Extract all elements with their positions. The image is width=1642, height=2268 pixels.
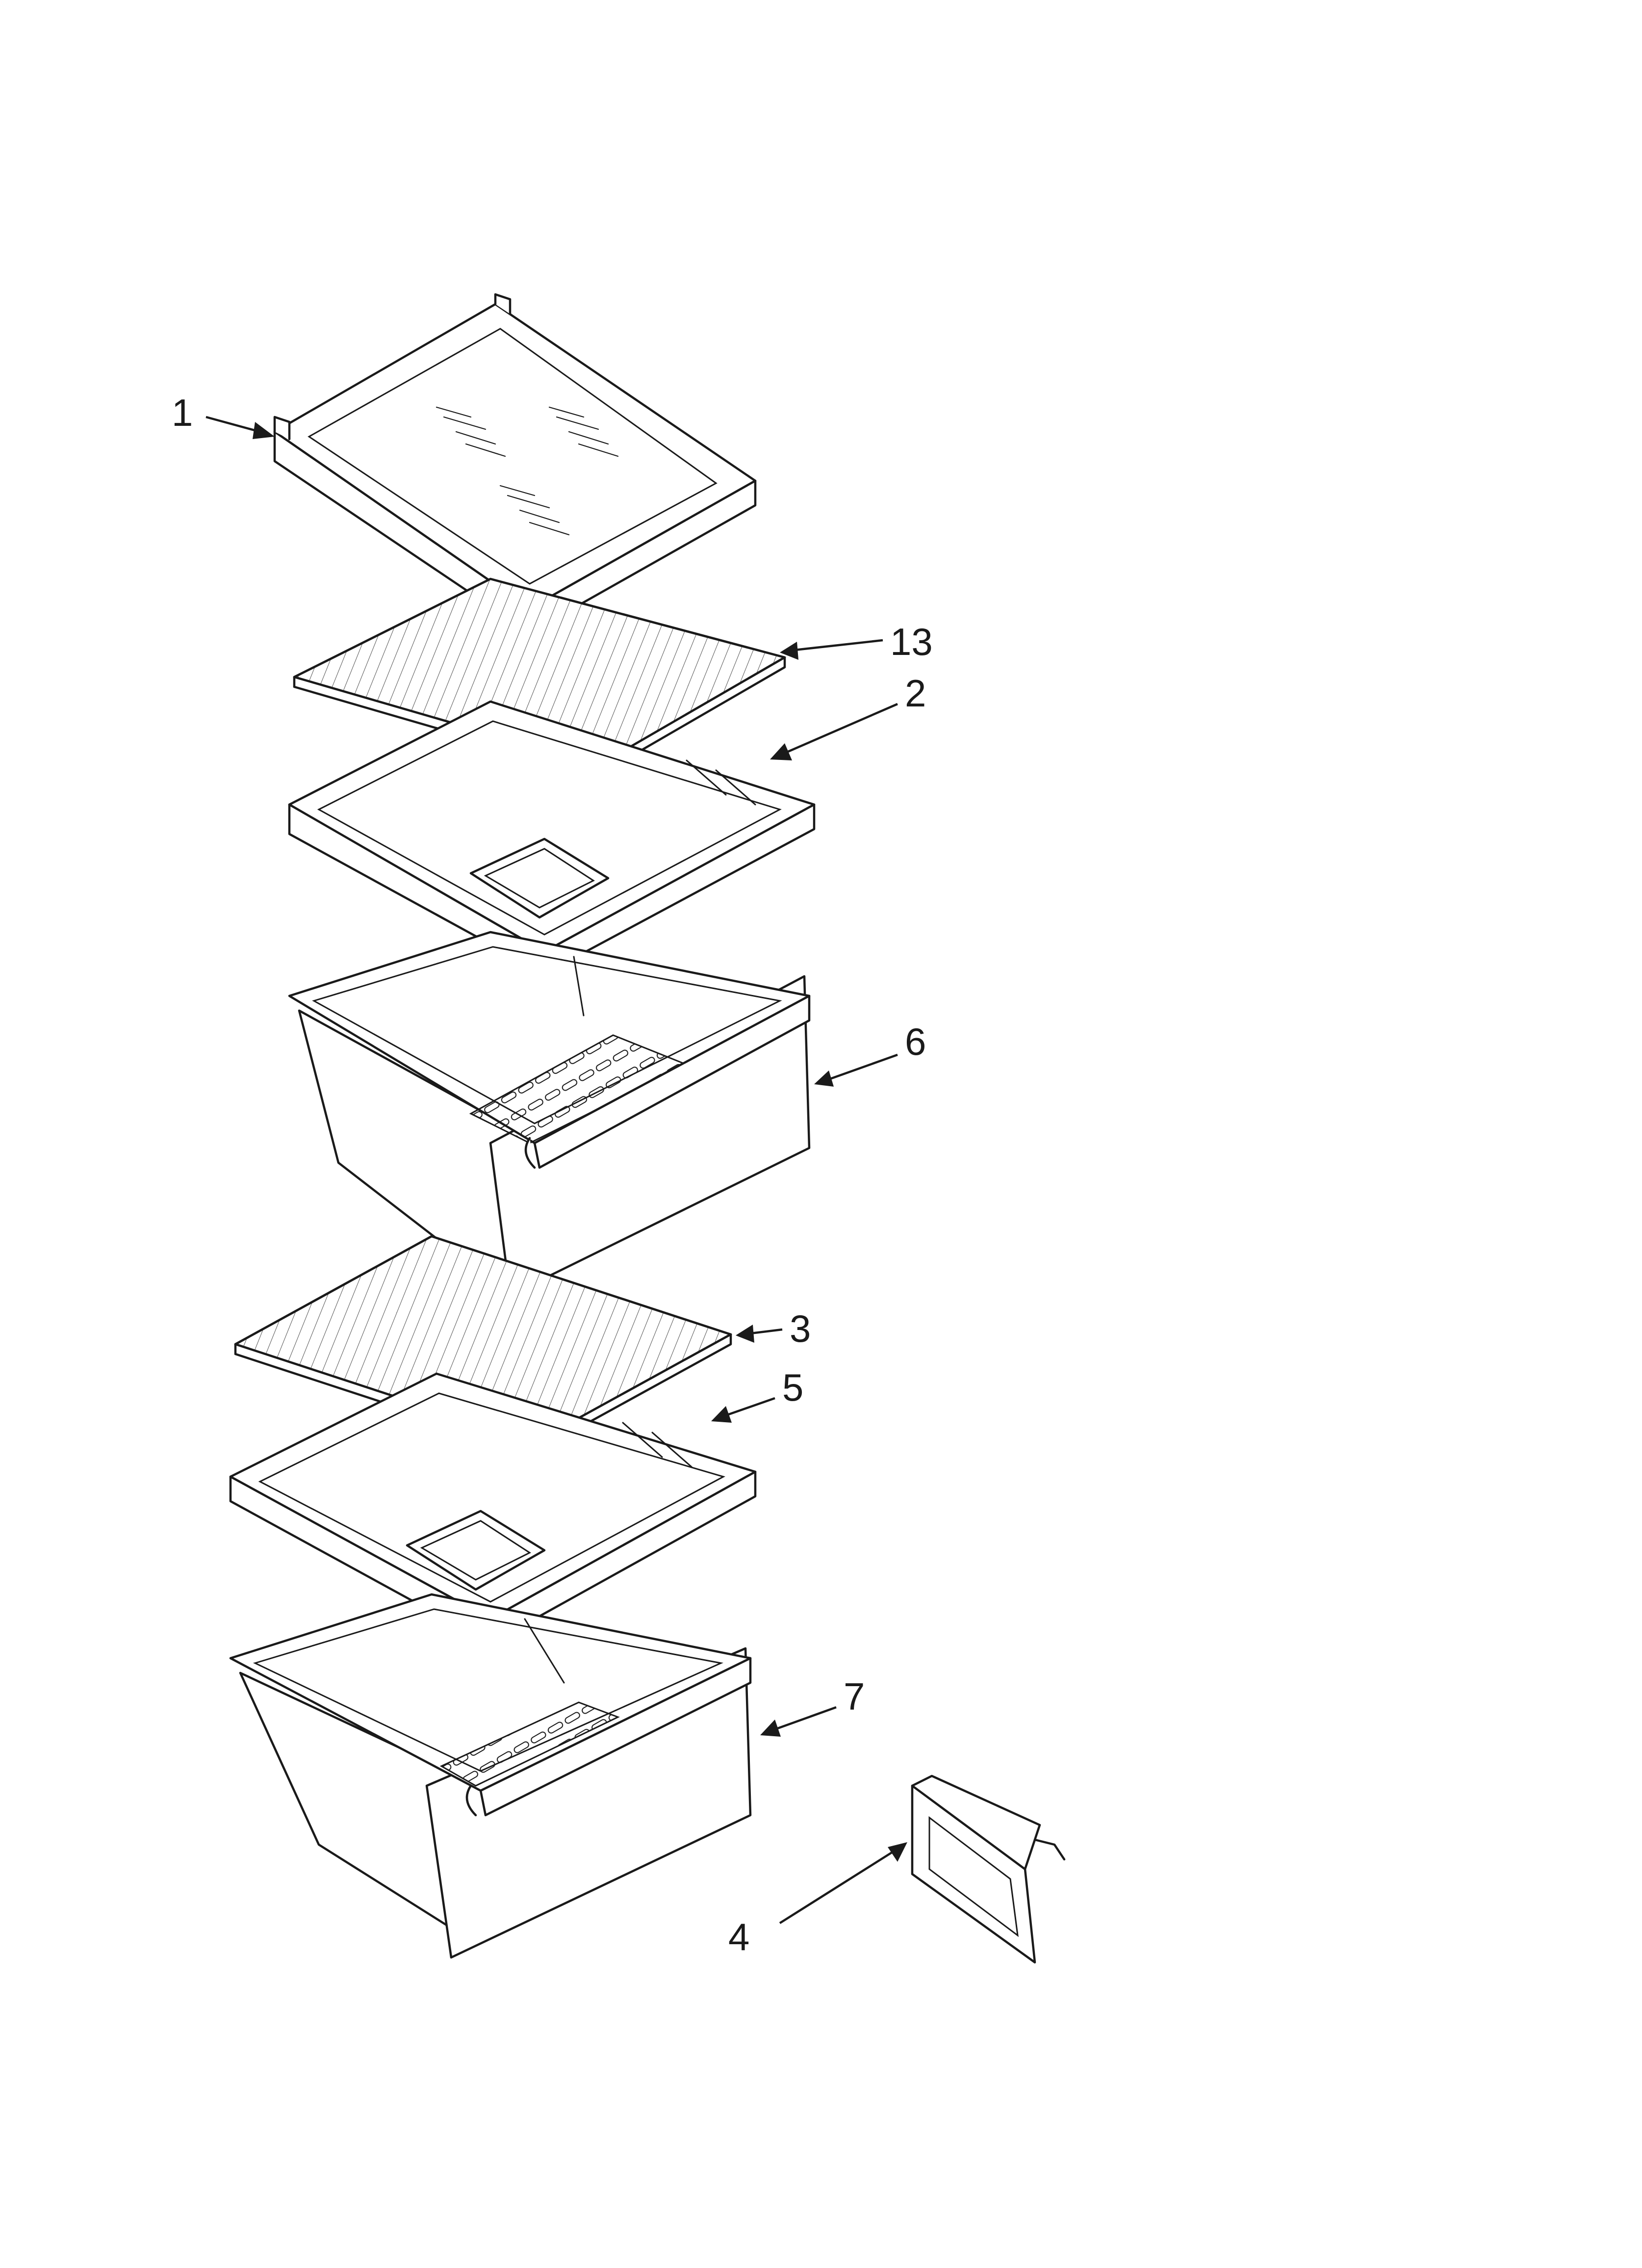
lower-crisper-frame	[229, 1372, 757, 1645]
upper-crisper-frame	[288, 700, 816, 975]
top-glass-shelf	[273, 293, 757, 634]
upper-crisper-drawer	[288, 931, 811, 1297]
callout-3: 3	[790, 1307, 811, 1350]
callout-4: 4	[728, 1915, 749, 1958]
callout-5: 5	[782, 1366, 803, 1409]
callout-7: 7	[844, 1675, 865, 1718]
lower-crisper-drawer	[229, 1593, 752, 1959]
callout-13: 13	[890, 620, 933, 663]
callout-labels: 1 13 2 6 3 5 7 4	[172, 391, 933, 1958]
leader-lines	[205, 416, 907, 1924]
callout-1: 1	[172, 391, 193, 434]
callout-6: 6	[905, 1020, 926, 1063]
label-holder	[911, 1774, 1066, 1964]
callout-2: 2	[905, 672, 926, 715]
